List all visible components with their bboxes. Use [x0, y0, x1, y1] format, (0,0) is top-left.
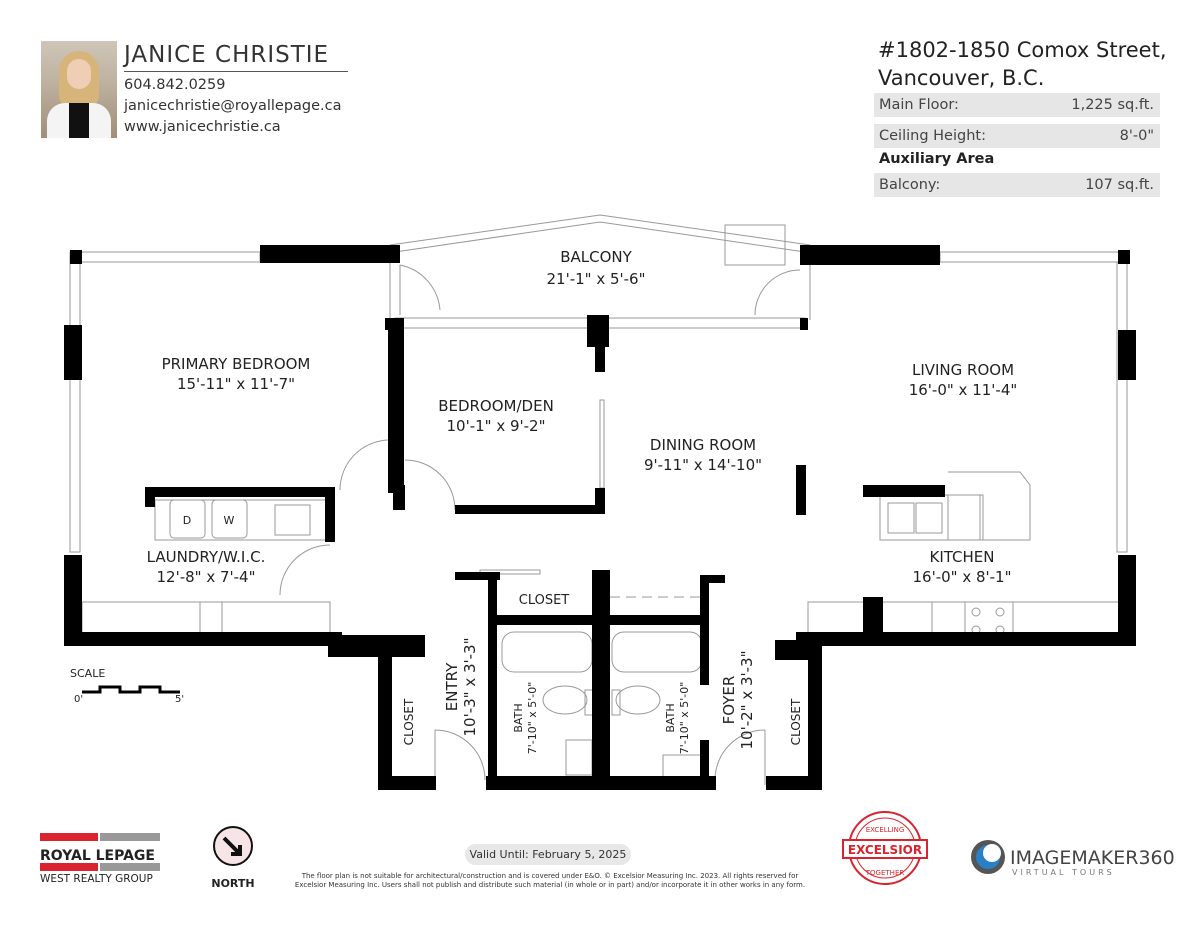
agent-website: www.janicechristie.ca: [124, 119, 281, 135]
closet-mid: CLOSET: [519, 593, 570, 608]
scale-label: SCALE: [70, 667, 105, 680]
entry-name: ENTRY: [443, 662, 461, 711]
living-room-name: LIVING ROOM: [912, 361, 1014, 379]
walls: [64, 245, 1136, 790]
spec-main-floor: Main Floor: 1,225 sq.ft.: [874, 93, 1160, 117]
svg-text:EXCELSIOR: EXCELSIOR: [848, 843, 922, 857]
svg-text:WEST REALTY GROUP: WEST REALTY GROUP: [40, 873, 153, 885]
royal-lepage-logo: ROYAL LEPAGE WEST REALTY GROUP: [40, 833, 160, 885]
address-line-1: #1802-1850 Comox Street,: [878, 38, 1167, 62]
kitchen-dims: 16'-0" x 8'-1": [912, 568, 1011, 586]
agent-name: JANICE CHRISTIE: [124, 42, 330, 68]
svg-text:TOGETHER: TOGETHER: [865, 869, 905, 877]
divider: [124, 71, 348, 72]
spec-label: Main Floor:: [879, 97, 959, 113]
bath2-name: BATH: [664, 703, 677, 732]
property-address: #1802-1850 Comox Street, Vancouver, B.C.: [878, 36, 1167, 92]
closet-right: CLOSET: [789, 698, 803, 745]
spec-label: Balcony:: [879, 177, 941, 193]
bath1-dims: 7'-10" x 5'-0": [526, 682, 539, 755]
kitchen-name: KITCHEN: [930, 548, 995, 566]
agent-email: janicechristie@royallepage.ca: [124, 98, 342, 114]
disclaimer: The floor plan is not suitable for archi…: [294, 872, 806, 889]
primary-bedroom-name: PRIMARY BEDROOM: [162, 355, 311, 373]
svg-text:IMAGEMAKER360: IMAGEMAKER360: [1010, 847, 1175, 869]
spec-ceiling-height: Ceiling Height: 8'-0": [874, 124, 1160, 148]
svg-text:VIRTUAL TOURS: VIRTUAL TOURS: [1012, 868, 1115, 877]
dining-room-dims: 9'-11" x 14'-10": [644, 456, 762, 474]
foyer-name: FOYER: [720, 676, 738, 725]
excelsior-logo: EXCELLING EXCELSIOR TOGETHER: [842, 811, 928, 885]
balcony-name: BALCONY: [560, 248, 632, 266]
dryer-label: D: [183, 514, 191, 527]
spec-value: 107 sq.ft.: [1085, 177, 1154, 193]
laundry-name: LAUNDRY/W.I.C.: [147, 548, 266, 566]
room-labels: BALCONY 21'-1" x 5'-6" PRIMARY BEDROOM 1…: [147, 248, 1018, 754]
primary-bedroom-dims: 15'-11" x 11'-7": [177, 375, 295, 393]
foyer-dims: 10'-2" x 3'-3": [738, 650, 756, 749]
north-label: NORTH: [211, 877, 254, 890]
scale-start: 0': [74, 694, 83, 705]
living-room-dims: 16'-0" x 11'-4": [909, 381, 1018, 399]
spec-label: Ceiling Height:: [879, 128, 986, 144]
agent-photo: [41, 41, 117, 138]
north-compass-icon: NORTH: [211, 826, 255, 890]
bath1-name: BATH: [512, 703, 525, 732]
spec-value: 1,225 sq.ft.: [1071, 97, 1154, 113]
svg-text:ROYAL LEPAGE: ROYAL LEPAGE: [40, 848, 155, 864]
laundry-dims: 12'-8" x 7'-4": [156, 568, 255, 586]
bedroom-den-name: BEDROOM/DEN: [438, 397, 554, 415]
scale-bar: SCALE 0' 5': [70, 667, 184, 705]
spec-balcony: Balcony: 107 sq.ft.: [874, 173, 1160, 197]
scale-end: 5': [175, 694, 184, 705]
svg-text:EXCELLING: EXCELLING: [866, 826, 905, 834]
imagemaker360-logo: IMAGEMAKER360 VIRTUAL TOURS: [971, 840, 1175, 877]
valid-until-badge: Valid Until: February 5, 2025: [465, 844, 631, 865]
dining-room-name: DINING ROOM: [650, 436, 756, 454]
auxiliary-heading: Auxiliary Area: [879, 151, 995, 167]
thin-lines: [69, 214, 1128, 785]
spec-value: 8'-0": [1119, 128, 1154, 144]
agent-phone: 604.842.0259: [124, 77, 226, 93]
bedroom-den-dims: 10'-1" x 9'-2": [446, 417, 545, 435]
washer-label: W: [224, 514, 235, 527]
address-line-2: Vancouver, B.C.: [878, 66, 1045, 90]
entry-dims: 10'-3" x 3'-3": [461, 637, 479, 736]
bath2-dims: 7'-10" x 5'-0": [678, 682, 691, 755]
balcony-dims: 21'-1" x 5'-6": [546, 270, 645, 288]
closet-left: CLOSET: [402, 698, 416, 745]
